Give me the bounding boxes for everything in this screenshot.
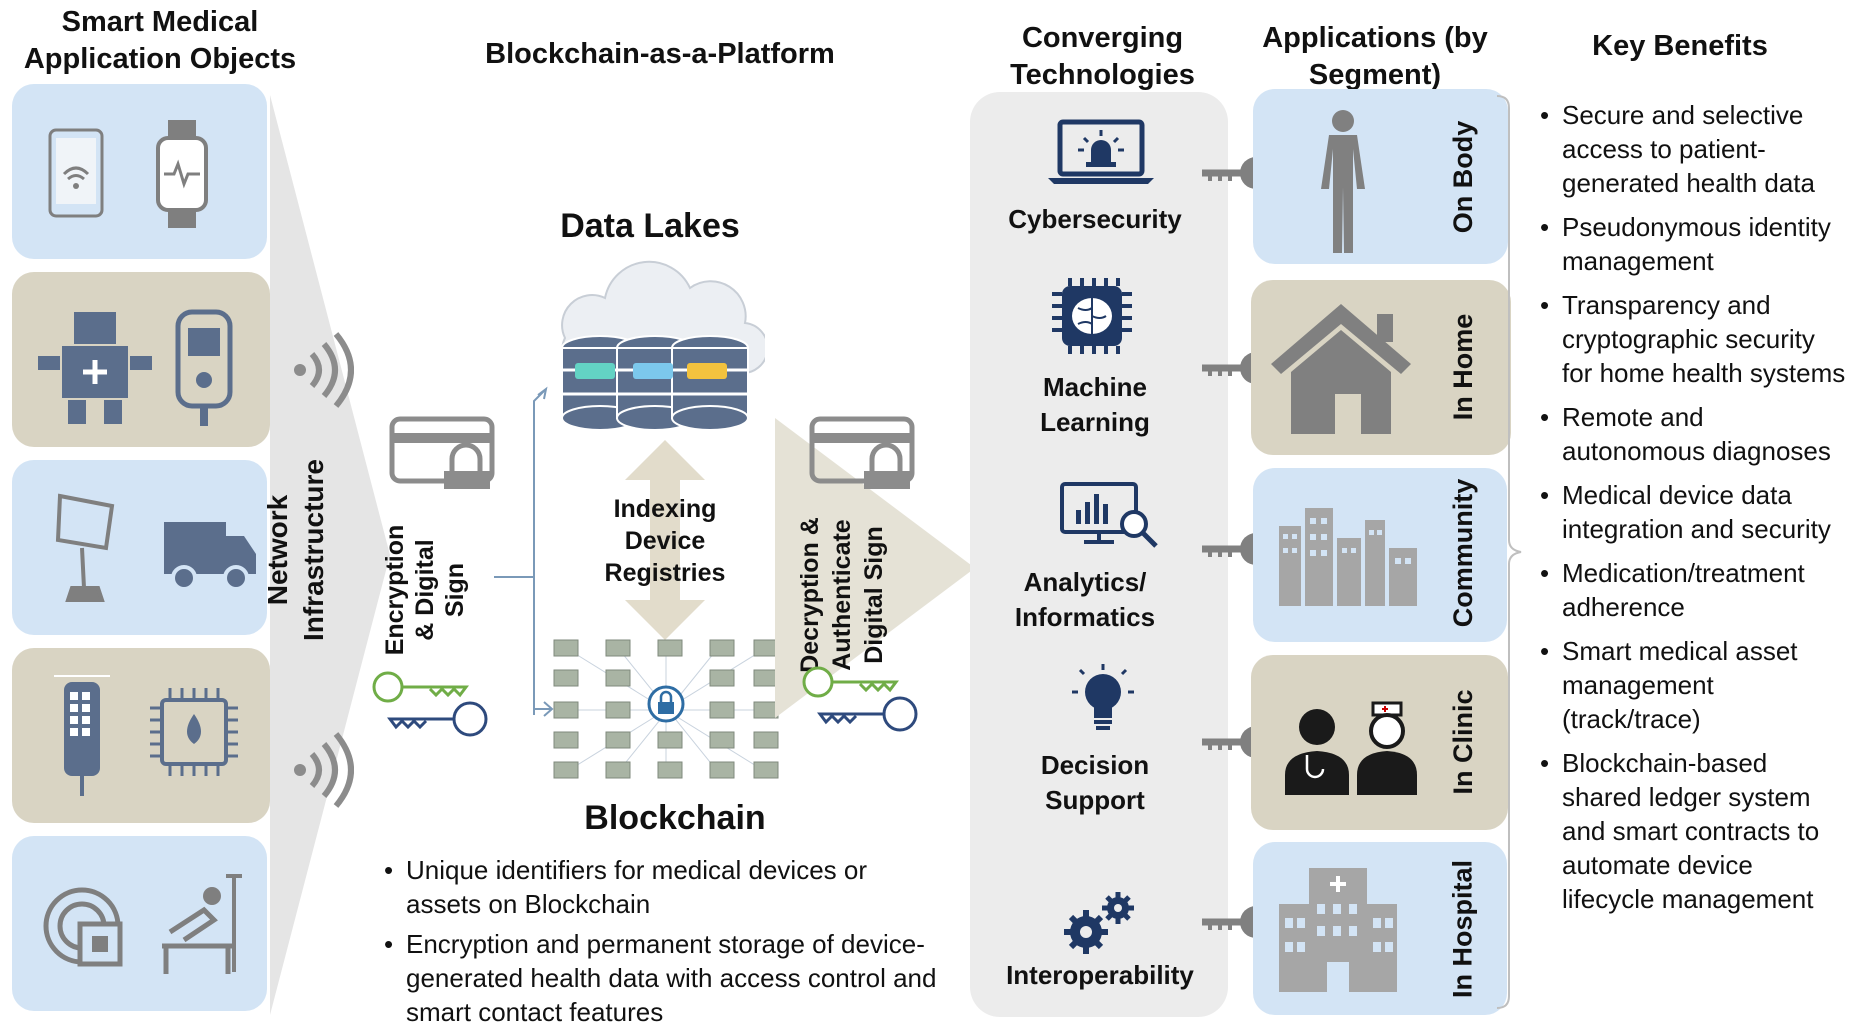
gears-icon [1064,892,1134,954]
human-body-icon [1321,110,1365,253]
encryption-label: Encryption & Digital Sign [381,524,469,656]
segment-label-in-home: In Home [1448,313,1478,421]
scanner-hospital-bed-icon [43,874,242,974]
segment-label-on-body: On Body [1448,120,1478,234]
platform-header: Blockchain-as-a-Platform [485,38,835,70]
benefit-item: Transparency and cryptographic security … [1534,288,1846,390]
tech-label-machine-learning: Machine Learning [1040,372,1150,437]
benefit-item: Pseudonymous identity management [1534,210,1846,278]
segment-label-in-clinic: In Clinic [1448,689,1478,795]
keys-icon [372,671,488,737]
network-infrastructure-label: Network Infrastructure [262,458,329,642]
segment-card-in-home [1251,280,1511,455]
benefit-item: Medical device data integration and secu… [1534,478,1846,546]
tech-label-cybersecurity: Cybersecurity [1008,204,1182,234]
benefit-item: Medication/treatment adherence [1534,556,1846,624]
blockchain-bullet: Encryption and permanent storage of devi… [378,927,938,1029]
segment-label-community: Community [1448,478,1478,628]
smartphone-watch-icon [48,120,208,228]
wireless-signal-icon [294,332,354,408]
house-icon [1271,304,1411,434]
segment-card-community [1253,468,1507,642]
brain-chip-icon [1052,278,1132,354]
lightbulb-icon [1072,664,1134,730]
wireless-signal-icon-2 [294,732,354,808]
tech-label-decision-support: Decision Support [1040,750,1150,815]
segment-card-in-clinic [1251,655,1508,830]
segment-card-in-hospital [1253,842,1507,1015]
decryption-label: Decryption & Authenticate Digital Sign [796,517,888,673]
blockchain-title: Blockchain [584,799,766,837]
benefits-list: Secure and selective access to patient-g… [1534,98,1846,926]
segment-label-in-hospital: In Hospital [1447,860,1478,999]
laptop-alarm-icon [1048,119,1154,184]
tech-label-interoperability: Interoperability [1006,960,1194,990]
card-lock-icon-2 [809,416,915,489]
flow-arrow-shape [775,418,975,718]
kiosk-truck-icon [55,493,256,602]
technologies-panel [970,92,1228,1017]
indexing-label: Indexing Device Registries [604,495,726,587]
benefit-item: Blockchain-based shared ledger system an… [1534,746,1846,916]
benefits-header: Key Benefits [1592,30,1768,62]
device-card-kiosk-truck [12,460,267,635]
smart-objects-header: Smart Medical Application Objects [23,6,297,75]
infusion-pump-chip-icon [54,675,238,796]
tech-label-analytics: Analytics/ Informatics [1014,567,1156,632]
doctor-nurse-icon [1285,701,1417,795]
segment-card-on-body [1253,89,1508,264]
converging-header: Converging Technologies [1010,22,1195,91]
flow-connector-lines [494,386,548,715]
keys-icon-2 [802,666,918,732]
device-card-robot-glucose [12,272,270,447]
cloud-database-icon [561,260,765,431]
robot-glucometer-icon [38,309,233,426]
double-arrow-icon [625,440,705,640]
segments-brace [1496,95,1522,1009]
benefit-item: Remote and autonomous diagnoses [1534,400,1846,468]
network-funnel-shape [270,95,390,1015]
device-card-infusion-chip [12,648,270,823]
data-lakes-title: Data Lakes [560,207,740,245]
applications-header: Applications (by Segment) [1262,22,1488,91]
blockchain-network-icon [553,639,779,779]
device-card-scanner-bed [12,836,267,1011]
blockchain-bullet: Unique identifiers for medical devices o… [378,853,938,921]
arrow-to-blockchain-icon [534,701,554,717]
benefit-item: Smart medical asset management (track/tr… [1534,634,1846,736]
benefit-item: Secure and selective access to patient-g… [1534,98,1846,200]
device-card-wearables [12,84,267,259]
blockchain-bullet-list: Unique identifiers for medical devices o… [378,853,938,1035]
hospital-icon [1279,868,1397,992]
city-buildings-icon [1279,508,1417,606]
card-lock-icon [389,416,495,489]
monitor-chart-icon [1060,482,1158,548]
